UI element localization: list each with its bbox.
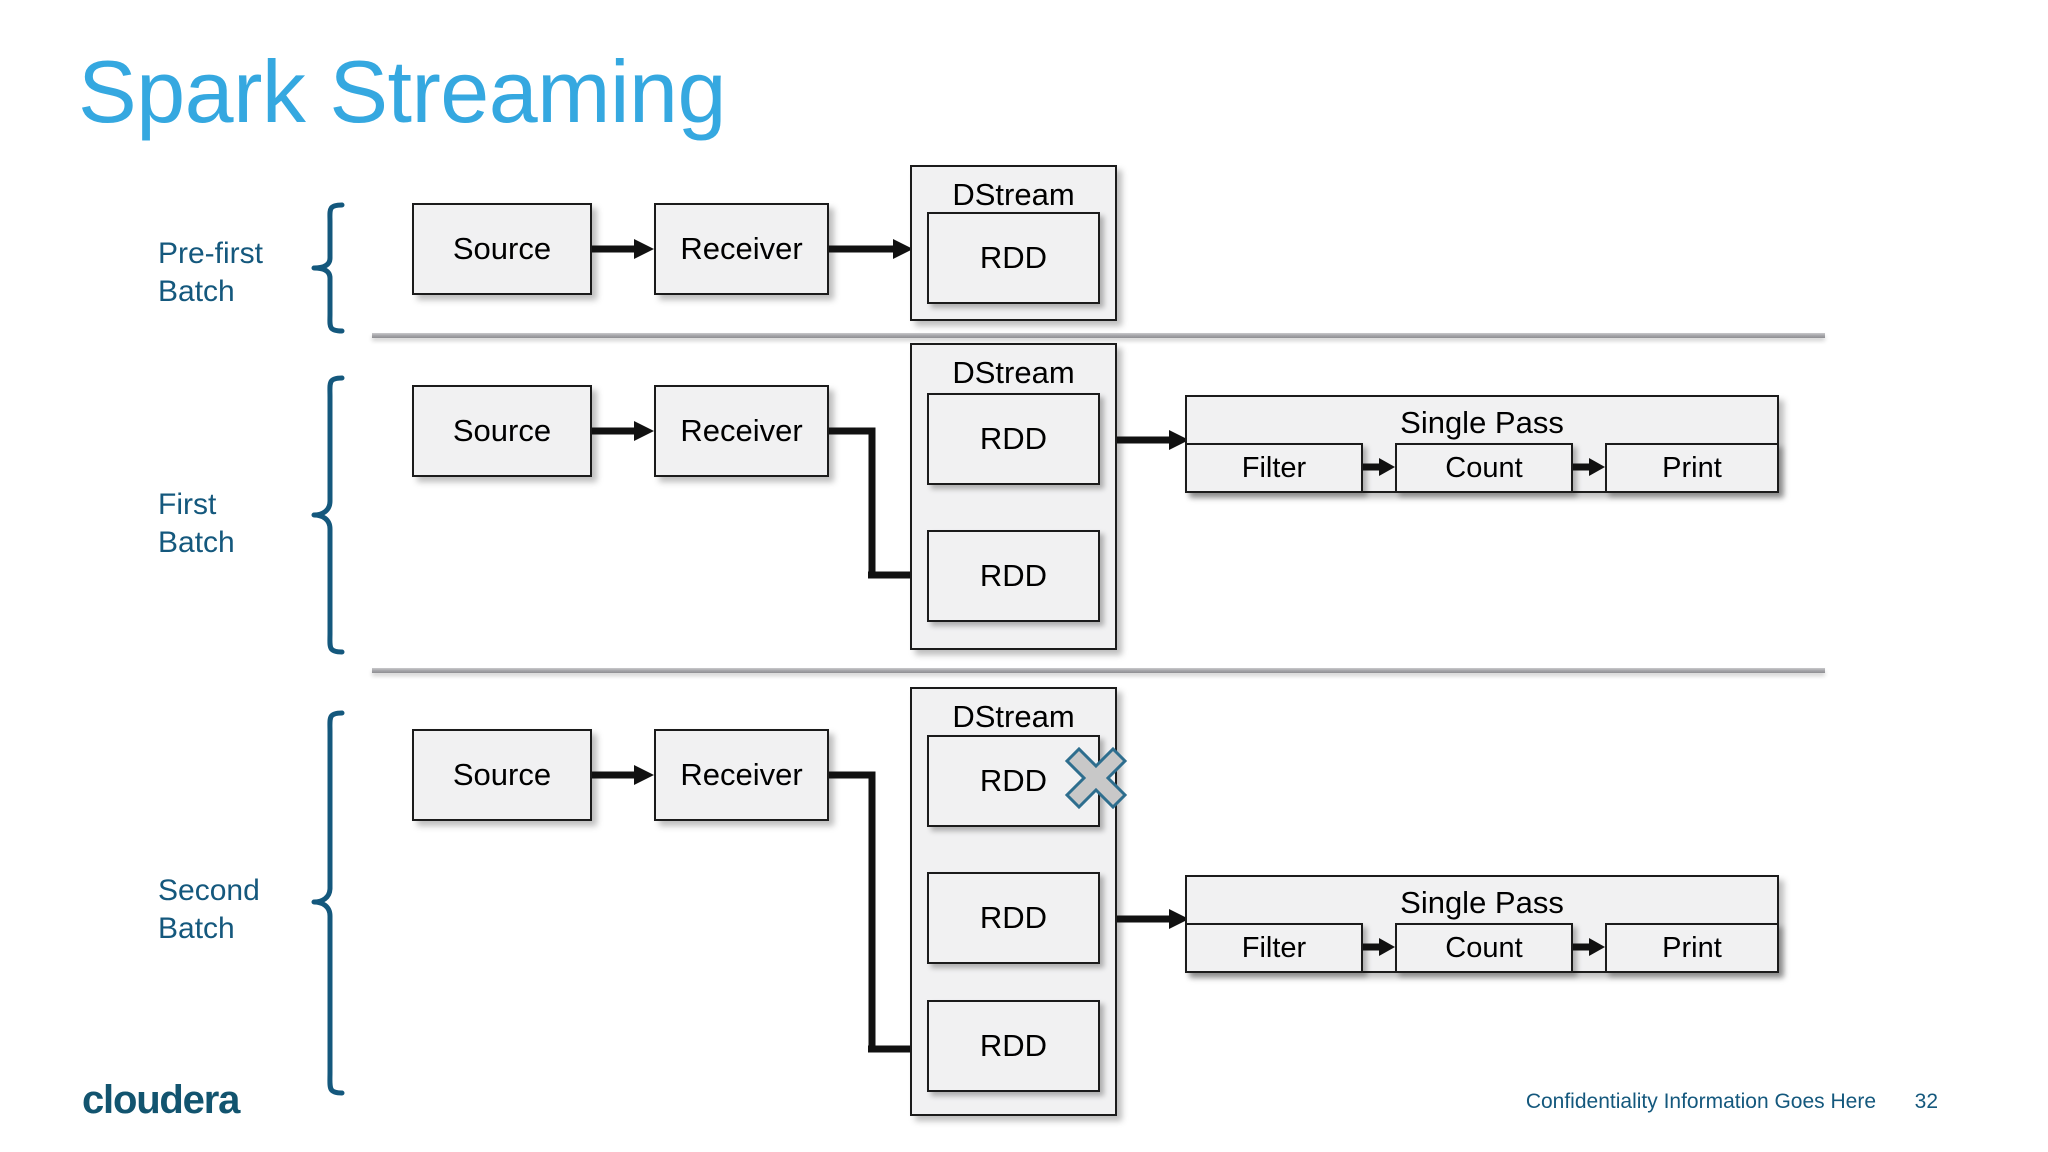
box-label: Source [452,413,552,448]
box-rdd-second-0: RDD [927,735,1100,827]
box-receiver-second: Receiver [654,729,829,821]
arrow-receiver-to-rdd-pre-first [829,233,913,265]
box-count-second: Count [1395,923,1573,973]
box-filter-first: Filter [1185,443,1363,493]
box-source-pre-first: Source [412,203,592,295]
box-label: Source [452,757,552,792]
box-receiver-pre-first: Receiver [654,203,829,295]
arrow-source-to-receiver-first [592,415,654,447]
box-label: RDD [979,900,1048,935]
page-number: 32 [1914,1090,1938,1113]
box-label: Source [452,231,552,266]
dstream-title: DStream [952,177,1075,212]
box-rdd-second-1: RDD [927,872,1100,964]
section-divider-1 [372,333,1825,338]
brace-first [308,375,348,655]
box-print-second: Print [1605,923,1779,973]
box-count-first: Count [1395,443,1573,493]
arrow-source-to-receiver-pre-first [592,233,654,265]
single-pass-title: Single Pass [1400,885,1564,920]
arrow-rdd-to-singlepass-second [1117,903,1189,935]
box-label: RDD [979,421,1048,456]
box-source-first: Source [412,385,592,477]
box-rdd-pre-first-0: RDD [927,212,1100,304]
box-receiver-first: Receiver [654,385,829,477]
box-label: Filter [1241,451,1307,484]
arrow-rdd-to-singlepass-first [1117,424,1189,456]
box-rdd-second-2: RDD [927,1000,1100,1092]
single-pass-title: Single Pass [1400,405,1564,440]
box-print-first: Print [1605,443,1779,493]
page-title: Spark Streaming [78,42,726,141]
confidentiality-note: Confidentiality Information Goes Here [1525,1090,1876,1113]
arrow-source-to-receiver-second [592,759,654,791]
brace-second [308,710,348,1098]
box-label: Count [1445,451,1523,484]
box-label: RDD [979,763,1048,798]
cloudera-logo: cloudera [82,1078,240,1122]
dstream-title: DStream [952,355,1075,390]
discard-x-icon [1058,740,1134,816]
box-label: RDD [979,1028,1048,1063]
section-divider-2 [372,668,1825,673]
batch-label-pre-first: Pre-first Batch [158,237,263,309]
box-filter-second: Filter [1185,923,1363,973]
batch-label-second: Second Batch [158,874,260,946]
dstream-title: DStream [952,699,1075,734]
box-label: RDD [979,558,1048,593]
brace-pre-first [308,202,348,334]
box-label: Filter [1241,931,1307,964]
box-label: Receiver [680,231,803,266]
box-rdd-first-0: RDD [927,393,1100,485]
box-source-second: Source [412,729,592,821]
box-label: Print [1662,931,1722,964]
box-label: RDD [979,240,1048,275]
box-label: Count [1445,931,1523,964]
batch-label-first: First Batch [158,488,235,560]
box-label: Receiver [680,413,803,448]
box-label: Receiver [680,757,803,792]
box-label: Print [1662,451,1722,484]
box-rdd-first-1: RDD [927,530,1100,622]
